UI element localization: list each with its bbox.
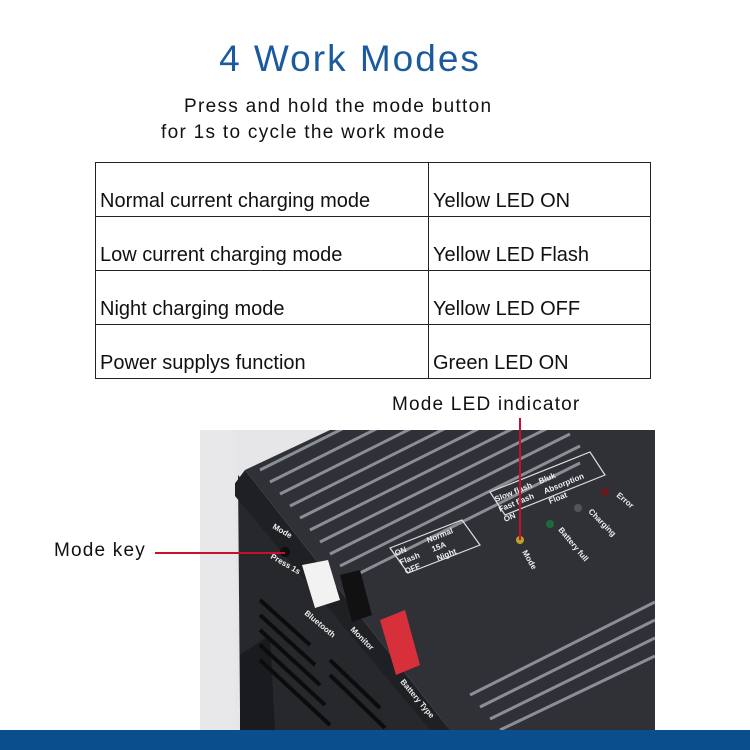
callout-mode-led-indicator: Mode LED indicator (392, 394, 581, 415)
mode-cell: Low current charging mode (95, 216, 429, 271)
mode-cell: Night charging mode (95, 270, 429, 325)
callout-line-led (519, 418, 521, 540)
mode-led-icon (516, 536, 524, 544)
led-cell: Yellow LED ON (428, 162, 651, 217)
subtitle-line-1: Press and hold the mode button (184, 96, 493, 117)
bluetooth-port (302, 560, 340, 608)
charging-led-icon (574, 504, 582, 512)
page-title: 4 Work Modes (219, 38, 481, 79)
panel-label: ON (502, 511, 517, 524)
battery-full-led-icon (546, 520, 554, 528)
mode-cell: Normal current charging mode (95, 162, 429, 217)
battery-type-dip-switch (380, 610, 420, 675)
panel-label: ON (393, 545, 408, 558)
callout-mode-key: Mode key (54, 540, 146, 561)
callout-line-mode-key (155, 552, 285, 554)
bottom-bar (0, 730, 750, 750)
device-photo: ON Normal Flash 15A OFF Night Slow flash… (200, 430, 655, 730)
subtitle-line-2: for 1s to cycle the work mode (161, 122, 446, 143)
monitor-port (340, 570, 372, 622)
mode-cell: Power supplys function (95, 324, 429, 379)
led-cell: Yellow LED OFF (428, 270, 651, 325)
mode-key-button-icon (280, 547, 290, 557)
error-led-icon (601, 488, 609, 496)
led-cell: Green LED ON (428, 324, 651, 379)
charger-device-image: ON Normal Flash 15A OFF Night Slow flash… (200, 430, 655, 730)
led-cell: Yellow LED Flash (428, 216, 651, 271)
